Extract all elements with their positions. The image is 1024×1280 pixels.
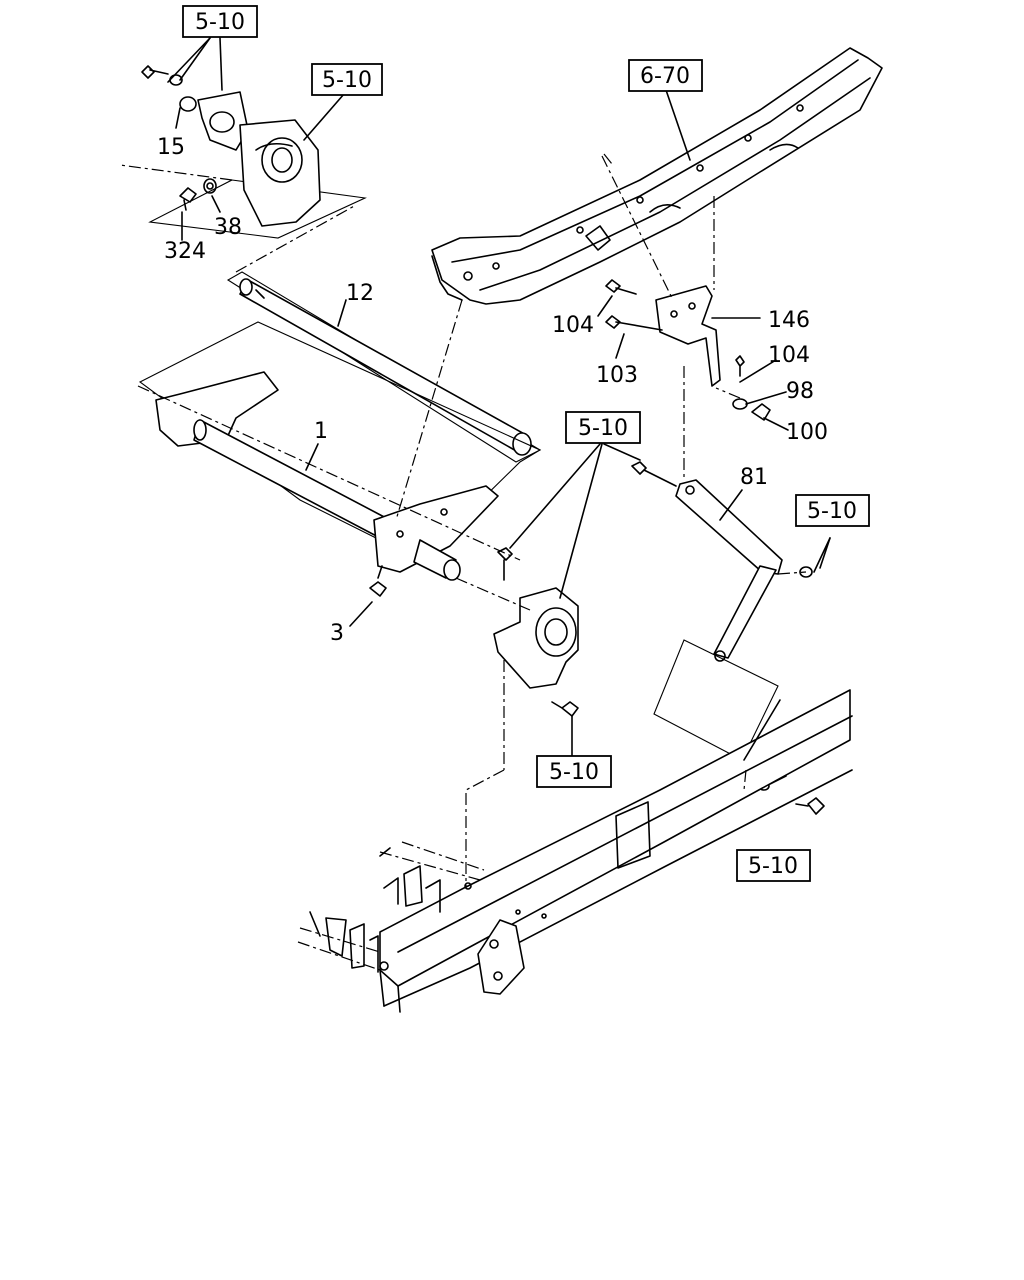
part-label-100: 100 (786, 420, 828, 445)
ref-lower-right-label: 5-10 (748, 854, 798, 879)
part-label-15: 15 (157, 135, 185, 160)
frame-crossmember (431, 47, 883, 305)
ref-right-label: 5-10 (807, 499, 857, 524)
part-label-12: 12 (346, 281, 374, 306)
ref-box-lower-center: 5-10 (536, 755, 612, 788)
ref-crossmember-label: 6-70 (640, 64, 690, 89)
ref-top-left-label: 5-10 (195, 10, 245, 35)
cross-shaft-1 (138, 321, 542, 627)
alignment-centerlines (119, 153, 807, 886)
part-label-103: 103 (596, 363, 638, 388)
ref-lower-center-label: 5-10 (549, 760, 599, 785)
lower-bushing-bracket (493, 443, 677, 757)
link-rod-81 (653, 479, 831, 815)
part-label-1: 1 (314, 419, 328, 444)
ref-box-top-left: 5-10 (182, 5, 258, 38)
ref-box-right: 5-10 (795, 494, 870, 527)
chassis-frame-rail (297, 689, 853, 1013)
part-label-3: 3 (330, 621, 344, 646)
upper-bushing-bracket-assembly (141, 65, 367, 241)
part-label-81: 81 (740, 465, 768, 490)
part-label-98: 98 (786, 379, 814, 404)
torsion-bar-12 (226, 271, 542, 463)
part-label-104-upper: 104 (552, 313, 594, 338)
ref-box-mid-center: 5-10 (565, 411, 641, 444)
part-label-38: 38 (214, 215, 242, 240)
reference-leaders (167, 37, 691, 161)
ref-bracket-top-label: 5-10 (322, 68, 372, 93)
ref-mid-center-label: 5-10 (578, 416, 628, 441)
ref-box-lower-right: 5-10 (736, 849, 811, 882)
ref-box-bracket-top: 5-10 (311, 63, 383, 96)
ref-box-crossmember: 6-70 (628, 59, 703, 92)
part-label-104-lower: 104 (768, 343, 810, 368)
part-label-146: 146 (768, 308, 810, 333)
mounting-bracket-146 (597, 279, 789, 431)
part-label-324: 324 (164, 239, 206, 264)
